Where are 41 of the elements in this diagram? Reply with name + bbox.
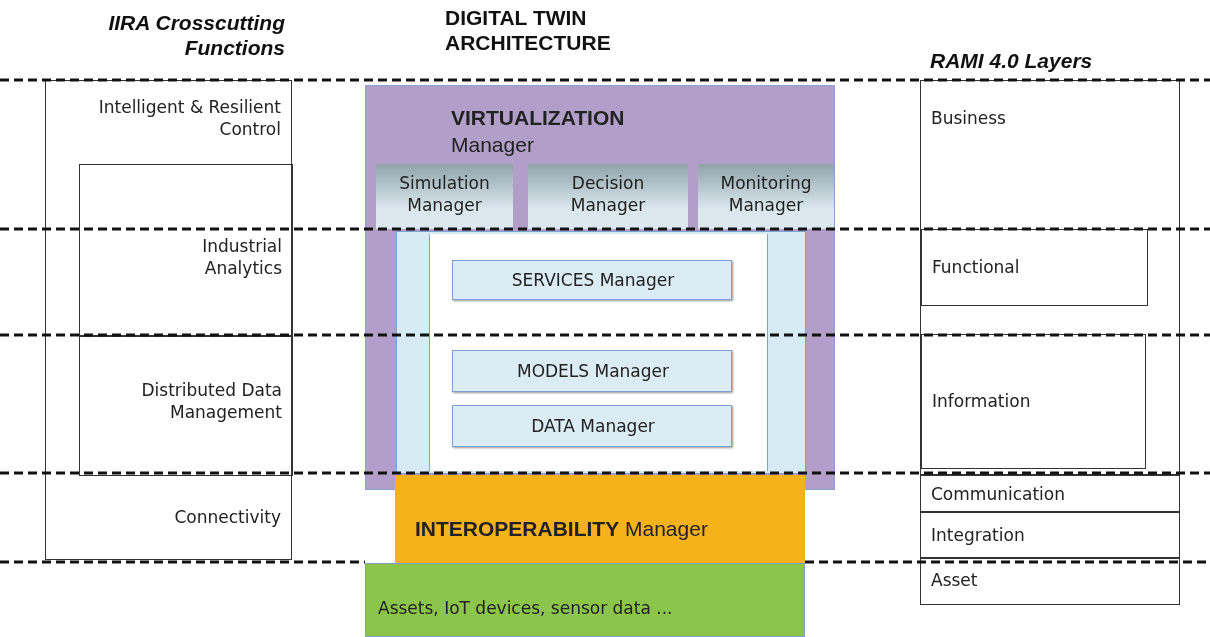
box-label: SERVICES Manager bbox=[510, 269, 676, 292]
layer-box bbox=[79, 336, 293, 476]
manager-box bbox=[528, 164, 688, 229]
box-label: MODELS Manager bbox=[515, 360, 671, 383]
box-label: INTEROPERABILITY Manager bbox=[415, 516, 709, 542]
box-label: Functional bbox=[932, 256, 1021, 279]
column-heading: RAMI 4.0 Layers bbox=[930, 48, 1094, 74]
manager-frame bbox=[396, 231, 806, 474]
layer-box bbox=[920, 475, 1180, 512]
manager-box bbox=[452, 405, 732, 447]
asset-band bbox=[365, 563, 805, 637]
box-label: Decision Manager bbox=[569, 172, 647, 217]
box-label: Communication bbox=[931, 483, 1066, 506]
layer-box bbox=[921, 334, 1146, 469]
box-label: DATA Manager bbox=[530, 415, 656, 438]
column-heading: IIRA Crosscutting Functions bbox=[107, 10, 285, 61]
box-label: Connectivity bbox=[173, 506, 281, 529]
box-label: Monitoring Manager bbox=[719, 172, 813, 217]
manager-box bbox=[376, 164, 513, 229]
layer-box bbox=[79, 164, 293, 336]
manager-band bbox=[395, 475, 805, 563]
layer-box bbox=[920, 558, 1180, 605]
layer-box bbox=[45, 80, 292, 560]
manager-box bbox=[452, 260, 732, 300]
manager-box bbox=[698, 164, 834, 229]
layer-box bbox=[920, 80, 1180, 475]
layer-box bbox=[920, 512, 1180, 558]
box-label: Distributed Data Management bbox=[140, 379, 282, 424]
manager-box bbox=[452, 350, 732, 392]
layer-box bbox=[921, 229, 1148, 306]
manager-panel bbox=[365, 85, 835, 490]
box-label: Asset bbox=[931, 569, 979, 592]
box-label: Intelligent & Resilient Control bbox=[97, 96, 281, 141]
box-label: Industrial Analytics bbox=[201, 235, 282, 280]
box-label: Assets, IoT devices, sensor data ... bbox=[378, 597, 674, 620]
box-label: Business bbox=[931, 107, 1007, 130]
box-label: Simulation Manager bbox=[398, 172, 491, 217]
box-label: VIRTUALIZATION Manager bbox=[451, 105, 626, 159]
box-label: Information bbox=[932, 390, 1032, 413]
column-heading: DIGITAL TWIN ARCHITECTURE bbox=[445, 5, 612, 56]
box-label: Integration bbox=[931, 524, 1026, 547]
